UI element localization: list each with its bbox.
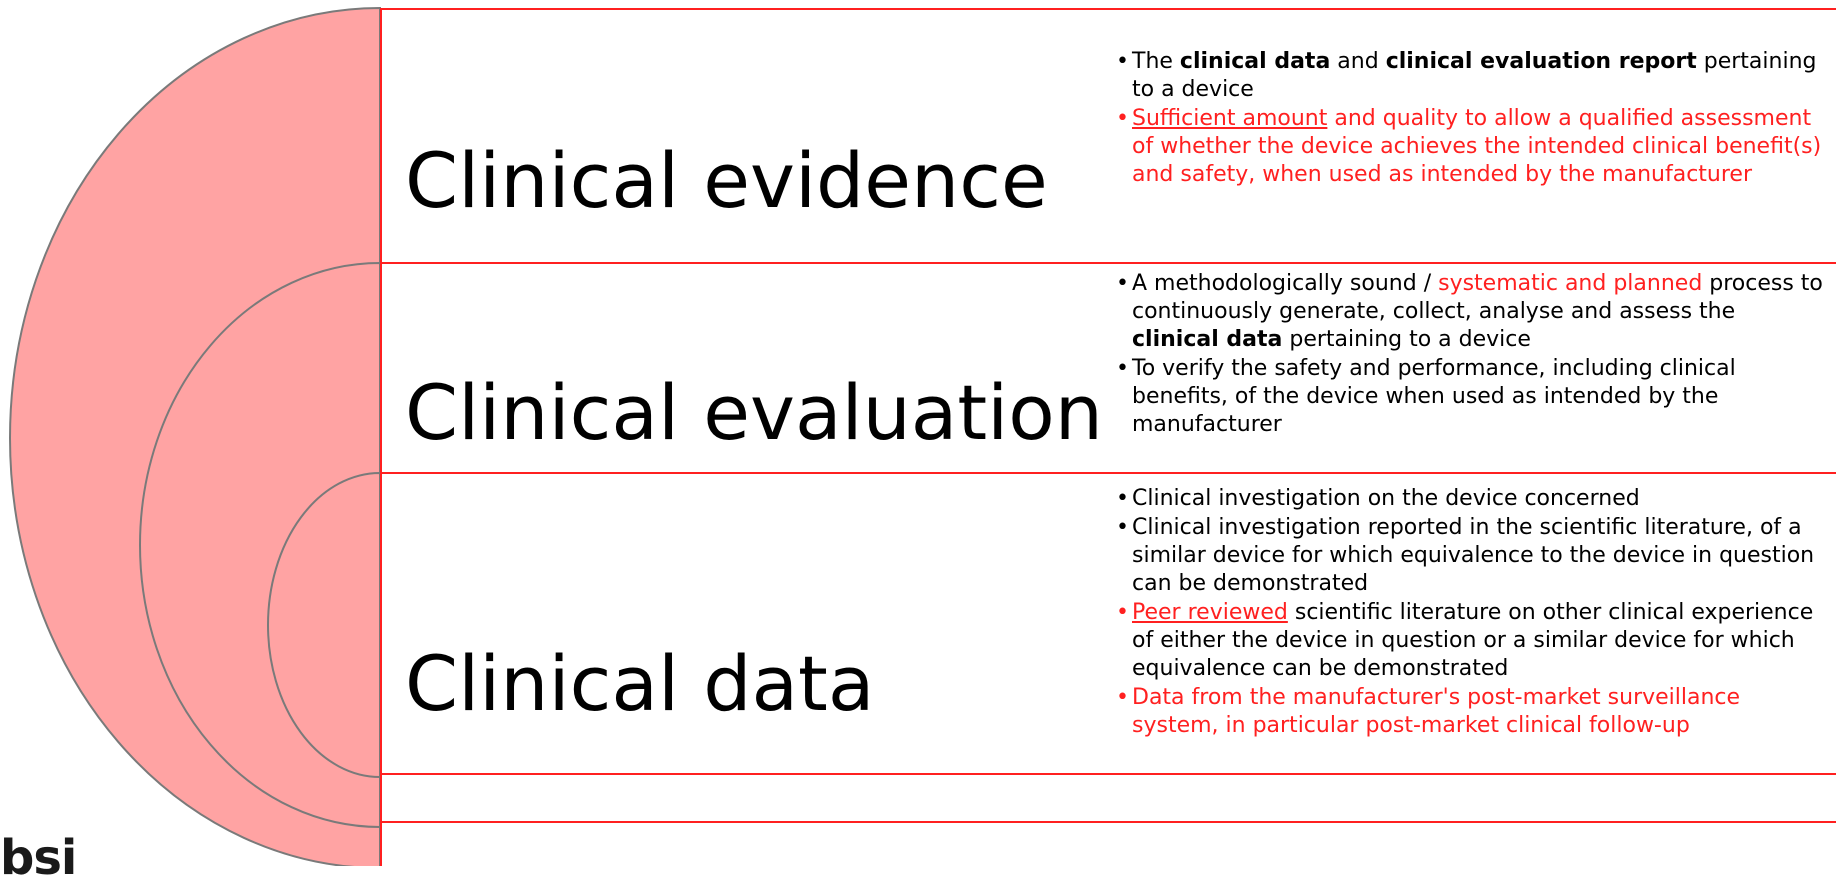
bullet-dot-icon: • (1116, 685, 1129, 710)
bullet-dot-icon: • (1116, 486, 1129, 511)
bullet-text: clinical evaluation report (1385, 49, 1697, 74)
bullet-text: clinical data (1179, 49, 1331, 74)
clinical-data-arc (267, 471, 381, 779)
bullet-text: A methodologically sound / (1132, 271, 1439, 296)
bullet-dot-icon: • (1116, 515, 1129, 540)
term-clinical-data: Clinical data (405, 639, 875, 728)
bullet-text: scientific literature on other clinical … (1132, 600, 1814, 681)
bullet-item: •Sufficient amount and quality to allow … (1116, 105, 1828, 189)
bullet-dot-icon: • (1116, 600, 1129, 625)
bullet-text: systematic and planned (1438, 271, 1703, 296)
bullet-item: •Clinical investigation reported in the … (1116, 514, 1828, 598)
bullet-item: •To verify the safety and performance, i… (1116, 355, 1828, 439)
bullet-item: •Clinical investigation on the device co… (1116, 485, 1828, 513)
bullet-text: Clinical investigation on the device con… (1132, 486, 1640, 511)
bullet-text: Sufficient amount (1132, 106, 1328, 131)
term-clinical-evidence: Clinical evidence (405, 136, 1048, 225)
clinical-evidence-description: •The clinical data and clinical evaluati… (1116, 48, 1828, 190)
term-clinical-evaluation: Clinical evaluation (405, 368, 1103, 457)
table-background (380, 8, 1836, 866)
bullet-dot-icon: • (1116, 106, 1129, 131)
bsi-logo: bsi (0, 830, 77, 886)
bullet-item: •The clinical data and clinical evaluati… (1116, 48, 1828, 104)
bullet-dot-icon: • (1116, 49, 1129, 74)
bullet-text: The (1132, 49, 1180, 74)
bullet-text: Data from the manufacturer's post-market… (1132, 685, 1741, 738)
bullet-text: and (1330, 49, 1386, 74)
bullet-item: •A methodologically sound / systematic a… (1116, 270, 1828, 354)
bullet-text: clinical data (1132, 327, 1283, 352)
clinical-evaluation-description: •A methodologically sound / systematic a… (1116, 270, 1828, 440)
bullet-text: Peer reviewed (1132, 600, 1288, 625)
bullet-dot-icon: • (1116, 356, 1129, 381)
bullet-text: pertaining to a device (1282, 327, 1531, 352)
bullet-text: To verify the safety and performance, in… (1132, 356, 1736, 437)
nested-arcs-diagram (9, 6, 1836, 866)
bullet-text: process to continuously generate, collec… (1132, 271, 1823, 324)
bullet-item: •Data from the manufacturer's post-marke… (1116, 684, 1828, 740)
bullet-dot-icon: • (1116, 271, 1129, 296)
clinical-data-description: •Clinical investigation on the device co… (1116, 485, 1828, 741)
bullet-text: pertaining to a device (1132, 49, 1817, 102)
bullet-item: •Peer reviewed scientific literature on … (1116, 599, 1828, 683)
bullet-text: and quality to allow a qualified assessm… (1132, 106, 1822, 187)
bullet-text: Clinical investigation reported in the s… (1132, 515, 1815, 596)
